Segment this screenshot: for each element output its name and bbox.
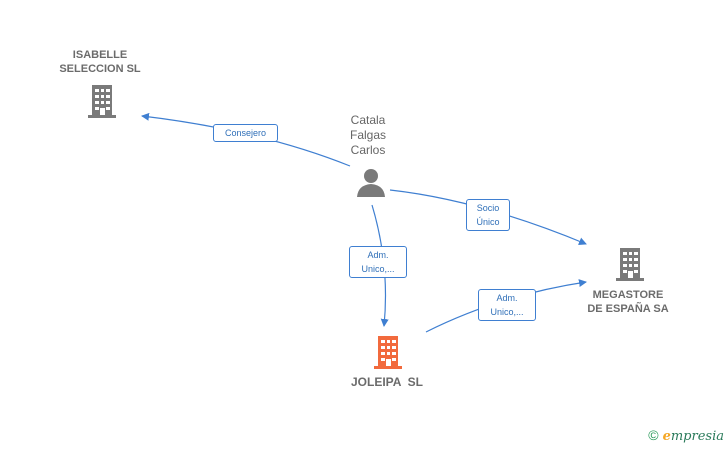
edge-label-line: Unico,...: [490, 307, 524, 317]
building-icon[interactable]: [86, 83, 118, 119]
edge-label-line: Único: [476, 217, 500, 227]
building-icon[interactable]: [614, 246, 646, 282]
label-line: SELECCION SL: [59, 63, 141, 75]
label-line: Catala: [350, 113, 386, 127]
label-line: MEGASTORE: [592, 289, 664, 301]
edge-label-adm-joleipa[interactable]: Adm. Unico,...: [349, 246, 407, 278]
edge-label-socio-unico[interactable]: Socio Único: [466, 199, 510, 231]
edge-label-consejero[interactable]: Consejero: [213, 124, 278, 142]
edge-label-line: Socio: [476, 203, 500, 213]
node-label-isabelle[interactable]: ISABELLE SELECCION SL: [40, 48, 160, 76]
edge-label-line: Adm.: [367, 250, 389, 260]
person-icon[interactable]: [355, 166, 387, 198]
brand-name: mpresia: [670, 429, 724, 444]
copyright-icon: ©: [648, 427, 659, 443]
brand-logo[interactable]: ©empresia: [648, 427, 724, 444]
edge-label-line: Adm.: [496, 293, 518, 303]
node-label-catala[interactable]: Catala Falgas Carlos: [328, 113, 408, 158]
brand-initial: e: [662, 429, 671, 444]
node-label-joleipa[interactable]: JOLEIPA SL: [350, 375, 423, 389]
label-line: DE ESPAÑA SA: [587, 303, 669, 315]
label-line: Carlos: [350, 143, 386, 157]
edge-label-text: Consejero: [224, 128, 267, 138]
node-label-megastore[interactable]: MEGASTORE DE ESPAÑA SA: [572, 288, 684, 316]
edge-label-line: Unico,...: [361, 264, 395, 274]
edge-label-adm-megastore[interactable]: Adm. Unico,...: [478, 289, 536, 321]
building-icon[interactable]: [372, 334, 404, 370]
label-line: Falgas: [349, 128, 387, 142]
label-line: ISABELLE: [72, 49, 128, 61]
